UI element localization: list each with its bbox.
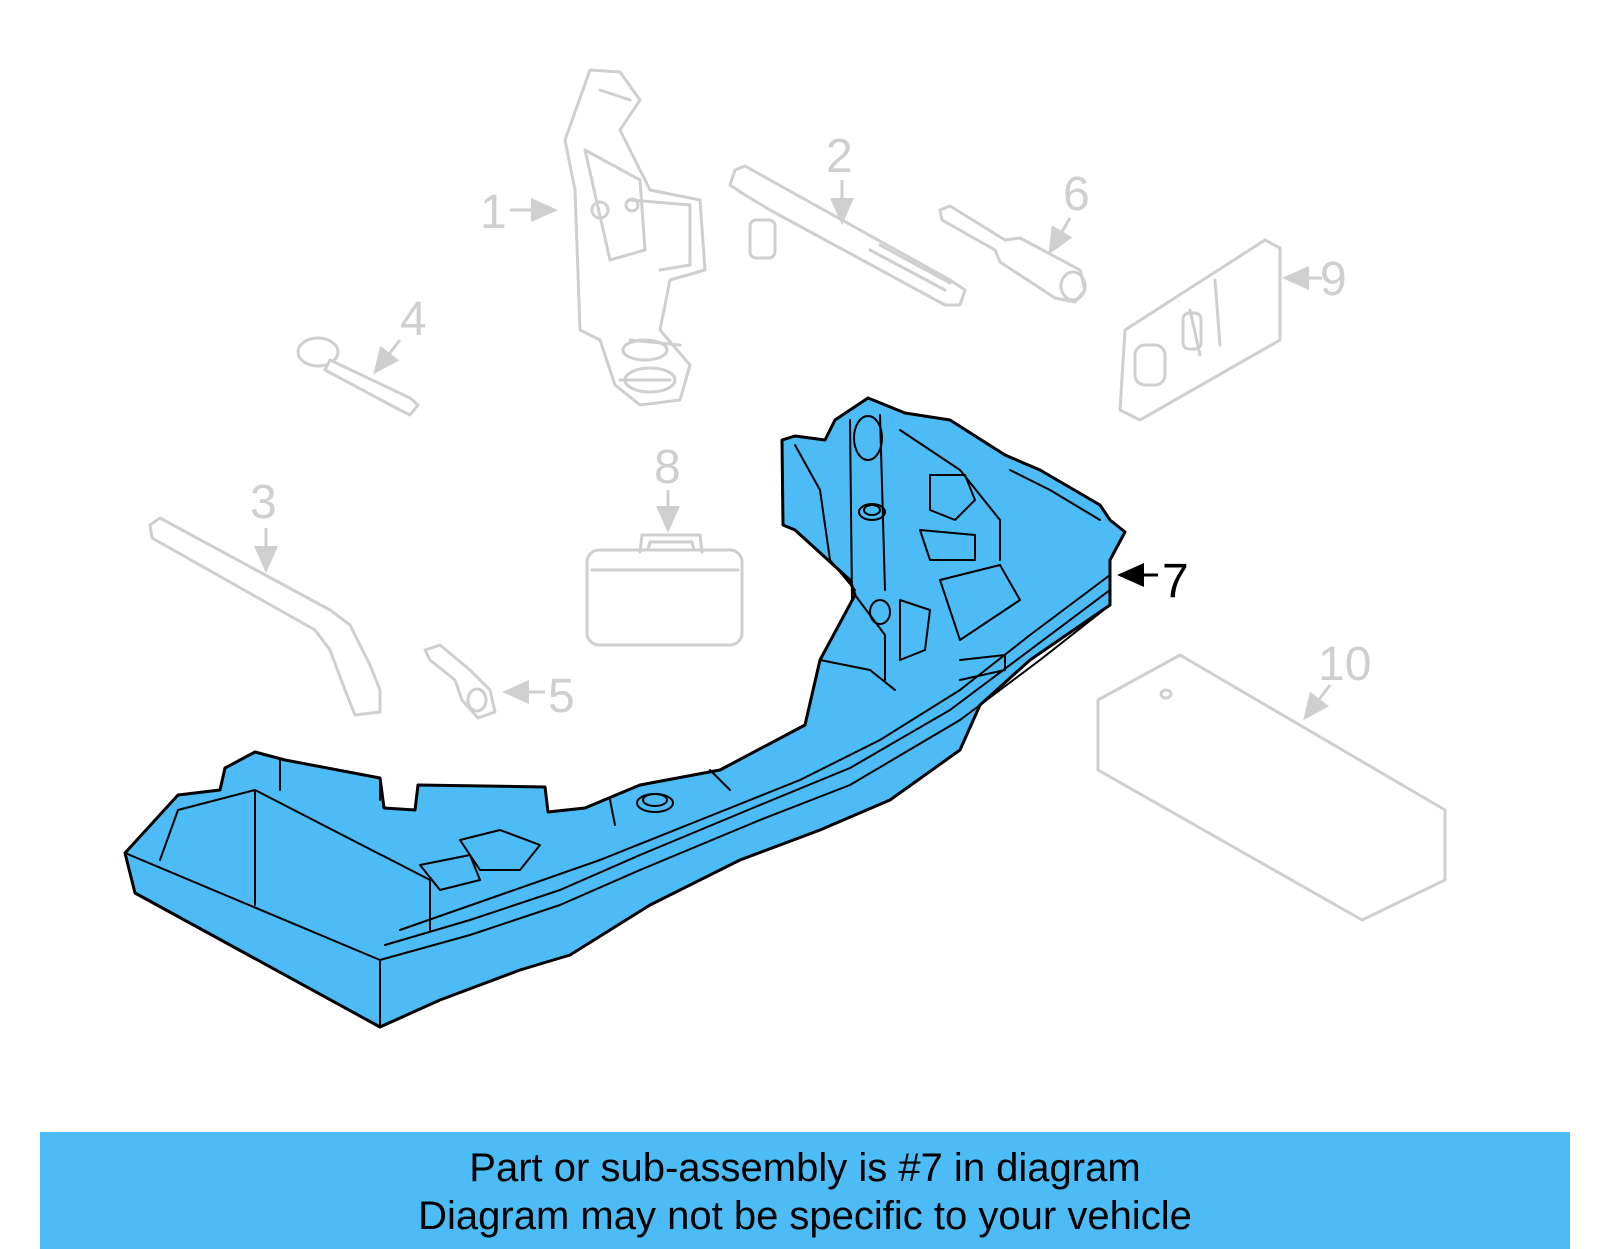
part-3-handle bbox=[148, 516, 382, 717]
callout-5-label: 5 bbox=[548, 670, 575, 723]
callout-10-label: 10 bbox=[1318, 638, 1371, 691]
callout-8-label: 8 bbox=[654, 441, 681, 494]
callout-2-label: 2 bbox=[826, 130, 853, 183]
parts-diagram: 1 2 3 4 5 6 7 8 9 10 bbox=[123, 68, 1447, 1029]
callout-1-label: 1 bbox=[480, 186, 507, 239]
part-6-tool bbox=[938, 204, 1087, 304]
info-banner: Part or sub-assembly is #7 in diagram Di… bbox=[40, 1132, 1570, 1249]
part-2-lug-wrench bbox=[728, 164, 967, 307]
part-10-panel bbox=[1096, 653, 1447, 922]
part-1-jack bbox=[510, 68, 707, 407]
callout-3-label: 3 bbox=[250, 476, 277, 529]
banner-line-1: Part or sub-assembly is #7 in diagram bbox=[469, 1146, 1141, 1190]
part-7-tool-tray bbox=[123, 396, 1127, 1029]
part-8-case bbox=[585, 490, 744, 647]
part-5-hook bbox=[423, 643, 545, 720]
part-9-bracket bbox=[1118, 238, 1322, 422]
banner-line-2: Diagram may not be specific to your vehi… bbox=[418, 1194, 1192, 1238]
callout-4-label: 4 bbox=[400, 293, 427, 346]
callout-7-label: 7 bbox=[1162, 555, 1189, 608]
callout-6-label: 6 bbox=[1063, 168, 1090, 221]
callout-9-label: 9 bbox=[1320, 253, 1347, 306]
part-4-eye-bolt bbox=[296, 336, 420, 417]
